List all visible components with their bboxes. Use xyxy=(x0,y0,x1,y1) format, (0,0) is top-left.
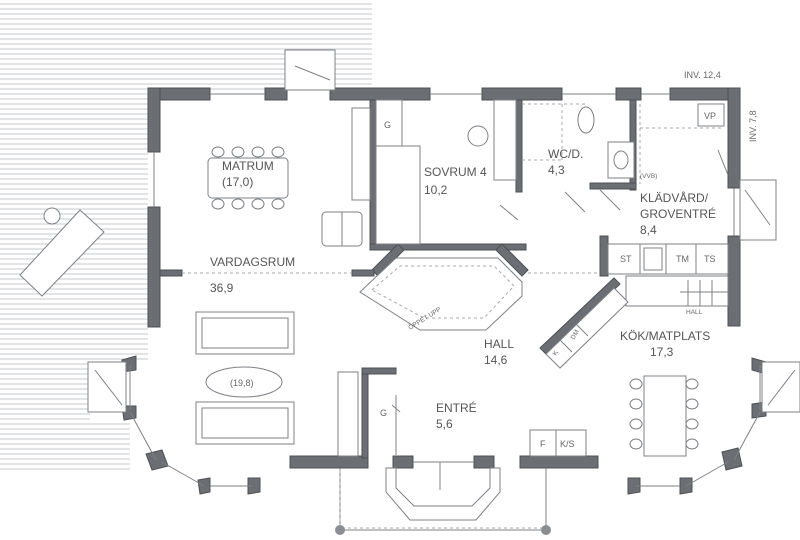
matrum-chair xyxy=(251,146,265,158)
kok-name: KÖK/MATPLATS xyxy=(620,329,710,343)
kok-chair xyxy=(629,378,643,390)
inv-top-label: INV. 12,4 xyxy=(684,70,721,80)
kok-chair xyxy=(629,438,643,450)
ks-label: K/S xyxy=(560,439,575,449)
matrum-name: MATRUM xyxy=(222,159,274,173)
kok-chair xyxy=(685,398,699,410)
kok-chair xyxy=(685,378,699,390)
g-label-entre: G xyxy=(380,408,387,418)
interior-walls xyxy=(159,99,637,459)
k-label: K xyxy=(552,349,561,357)
vvb-label: (VVB) xyxy=(640,173,657,180)
matrum-chair xyxy=(271,146,285,158)
wc-area: 4,3 xyxy=(548,163,565,177)
wc-name: WC/D. xyxy=(548,147,583,161)
kok-chair xyxy=(629,418,643,430)
matrum-chair xyxy=(211,146,225,158)
entre-name: ENTRÉ xyxy=(436,400,477,415)
vp-label: VP xyxy=(704,111,716,121)
tm-label: TM xyxy=(676,254,689,264)
matrum-area: (17,0) xyxy=(222,175,253,189)
kladvard-name-line2: GROVENTRÉ xyxy=(640,206,716,221)
vardagsrum-name: VARDAGSRUM xyxy=(210,255,295,269)
kok-area: 17,3 xyxy=(650,345,674,359)
matrum-chair xyxy=(231,146,245,158)
sovrum-area: 10,2 xyxy=(424,183,448,197)
room-labels: MATRUM (17,0) VARDAGSRUM 36,9 SOVRUM 4 1… xyxy=(210,147,716,431)
coffee-table-area: (19,8) xyxy=(230,378,254,388)
exterior-walls xyxy=(121,87,767,495)
hall-name: HALL xyxy=(484,337,514,351)
entre-area: 5,6 xyxy=(436,417,453,431)
kok-chair xyxy=(629,398,643,410)
hall-area: 14,6 xyxy=(484,353,508,367)
matrum-chair xyxy=(251,198,265,210)
st-label: ST xyxy=(620,254,632,264)
f-label: F xyxy=(540,439,546,449)
matrum-chair xyxy=(271,198,285,210)
inv-side-label: INV. 7,8 xyxy=(748,110,758,142)
sovrum-name: SOVRUM 4 xyxy=(424,165,487,179)
kladvard-area: 8,4 xyxy=(640,223,657,237)
dm-label: DM xyxy=(570,329,581,341)
thin-details xyxy=(19,49,800,535)
hall-small-label: HALL xyxy=(686,309,703,316)
kladvard-name-line1: KLÄDVÅRD/ xyxy=(640,190,709,205)
matrum-chair xyxy=(231,198,245,210)
vardagsrum-area: 36,9 xyxy=(210,281,234,295)
matrum-chair xyxy=(211,198,225,210)
ts-label: TS xyxy=(704,254,716,264)
kok-chair xyxy=(685,438,699,450)
kok-chair xyxy=(685,418,699,430)
g-label-sovrum: G xyxy=(384,120,391,130)
